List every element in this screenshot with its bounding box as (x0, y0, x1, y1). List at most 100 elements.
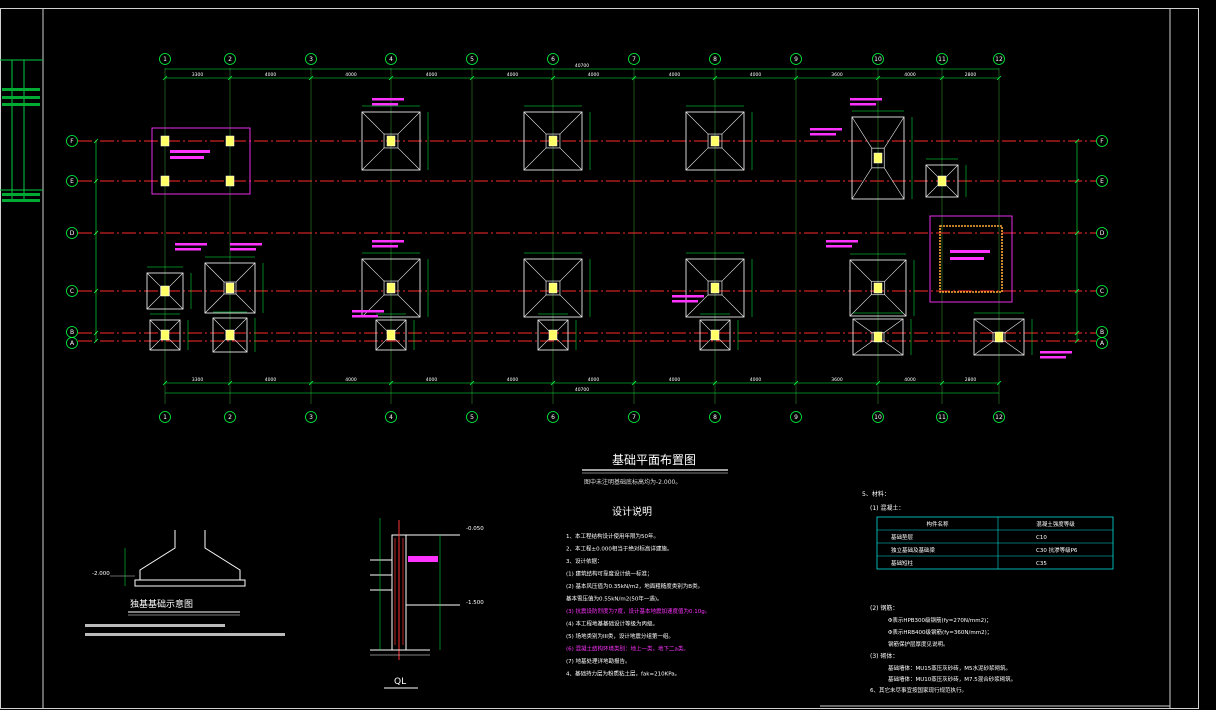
masonry-line: 基础墙体：MU10蒸压灰砂砖，M7.5混合砂浆砌筑。 (888, 675, 1016, 683)
axis-number-label: 2 (228, 56, 232, 63)
annotation-line (810, 128, 842, 131)
dimension-tick (1074, 178, 1080, 184)
table-cell: C10 (1036, 535, 1047, 541)
horizontal-grid-lines (78, 140, 1096, 342)
axis-number-label: 5 (470, 56, 474, 63)
rebar-list: Φ表示HPB300级钢筋(fy=270N/mm2)；Φ表示HRB400级钢筋(f… (888, 616, 992, 648)
axis-bubble (709, 53, 721, 65)
axis-bubble (1096, 175, 1108, 187)
dimension-tick (93, 288, 99, 294)
dimension-tick (875, 75, 881, 81)
column-stub (160, 285, 170, 297)
dimension-tick (93, 138, 99, 144)
isolated-footing (375, 313, 415, 351)
dimension-label: 4000 (588, 377, 600, 383)
section-label: QL (394, 677, 406, 687)
dimension-label: 4000 (669, 72, 681, 78)
dimension-label: 4000 (750, 72, 762, 78)
axis-number-label: 6 (551, 414, 555, 421)
axis-letter-label: C (70, 288, 74, 295)
dimension-tick (996, 75, 1002, 81)
axis-number-label: 10 (874, 414, 882, 421)
design-notes: 设计说明 1、本工程结构设计使用年限为50年。2、本工程±0.000相当于绝对标… (566, 490, 1114, 694)
column-stub (225, 282, 235, 294)
combined-footing-outline (151, 127, 251, 195)
footing-slope-line (169, 295, 184, 310)
footing-slope-line (718, 319, 731, 332)
isolated-footing (146, 266, 192, 310)
isolated-footing (851, 110, 913, 200)
isolated-footing (685, 105, 753, 171)
footing-outline (973, 318, 1025, 356)
footing-annotation (810, 128, 842, 136)
dimension-label: 3600 (831, 72, 843, 78)
isolated-footing (849, 253, 915, 317)
rebar-line: Φ表示HRB400级钢筋(fy=360N/mm2)； (888, 628, 992, 636)
plan-title-block: 基础平面布置图 图中未注明基础底标高均为-2.000。 (582, 453, 728, 486)
masonry-line: 6、其它未尽事宜按国家现行规范执行。 (870, 686, 967, 694)
footing-slope-line (556, 319, 569, 332)
note-line: (1) 建筑结构可靠度设计统一标准； (566, 570, 653, 578)
plan-subtitle: 图中未注明基础底标高均为-2.000。 (584, 478, 681, 486)
footing-slope-line (721, 294, 745, 318)
materials-heading: 5、材料： (862, 490, 890, 498)
footing-slope-line (685, 147, 709, 171)
footing-slope-line (397, 258, 421, 282)
footing-slope-line (559, 111, 583, 135)
dimension-tick (388, 380, 394, 386)
table-cell: 独立基础及基础梁 (891, 546, 936, 554)
footing-slope-line (235, 293, 256, 314)
table-cell: C30 抗渗等级P6 (1036, 546, 1078, 554)
axis-letter-label: F (70, 138, 74, 145)
dimension-tick (1074, 338, 1080, 344)
axis-bubble (1096, 135, 1108, 147)
footing-annotation (230, 243, 262, 251)
axis-number-label: 8 (713, 414, 717, 421)
footing-slope-line (523, 147, 547, 171)
footing-slope-line (394, 338, 407, 351)
note-line: (4) 本工程地基基础设计等级为丙级。 (566, 620, 658, 628)
annotation-line (372, 98, 404, 101)
dimension-tick (875, 380, 881, 386)
footing-slope-line (685, 111, 709, 135)
annotation-line (950, 257, 984, 260)
footing-step (871, 147, 885, 169)
footing-slope-line (537, 338, 550, 351)
footing-slope-line (149, 319, 162, 332)
annotation-line (372, 240, 404, 243)
plan-title: 基础平面布置图 (612, 453, 696, 467)
footing-slope-line (361, 258, 385, 282)
footing-outline (361, 111, 421, 171)
footing-slope-line (397, 294, 421, 318)
column-stub (994, 331, 1004, 343)
footing-outline (149, 319, 181, 351)
annotation-line (1040, 356, 1066, 359)
column-stub (160, 175, 170, 187)
table-cell: 基础短柱 (891, 559, 914, 567)
axis-bubble (993, 53, 1005, 65)
axis-number-label: 10 (874, 56, 882, 63)
ground-beam-section: -0.050 -1.500 QL (370, 518, 484, 689)
column-stub (873, 331, 883, 343)
dimension-tick (939, 380, 945, 386)
axis-bubble (628, 53, 640, 65)
footing-slope-line (397, 111, 421, 135)
foundation-detail-title: 独基基础示意图 (130, 598, 193, 610)
rebar-heading: (2) 钢筋： (870, 604, 898, 612)
footing-slope-line (397, 147, 421, 171)
isolated-footing (361, 252, 429, 318)
column-stub (386, 135, 396, 147)
footing-outline (537, 319, 569, 351)
footing-slope-line (168, 319, 181, 332)
note-line: 2、本工程±0.000相当于绝对标高详建施。 (566, 545, 672, 553)
footing-slope-line (852, 341, 873, 356)
footing-step (707, 133, 723, 149)
section-elev-top: -0.050 (466, 526, 484, 532)
footing-slope-line (204, 293, 225, 314)
annotation-line (850, 98, 882, 101)
dimension-tick (227, 75, 233, 81)
axis-letter-label: D (70, 230, 75, 237)
column-stub (548, 282, 558, 294)
footing-slope-line (559, 258, 583, 282)
footing-slope-line (699, 319, 712, 332)
